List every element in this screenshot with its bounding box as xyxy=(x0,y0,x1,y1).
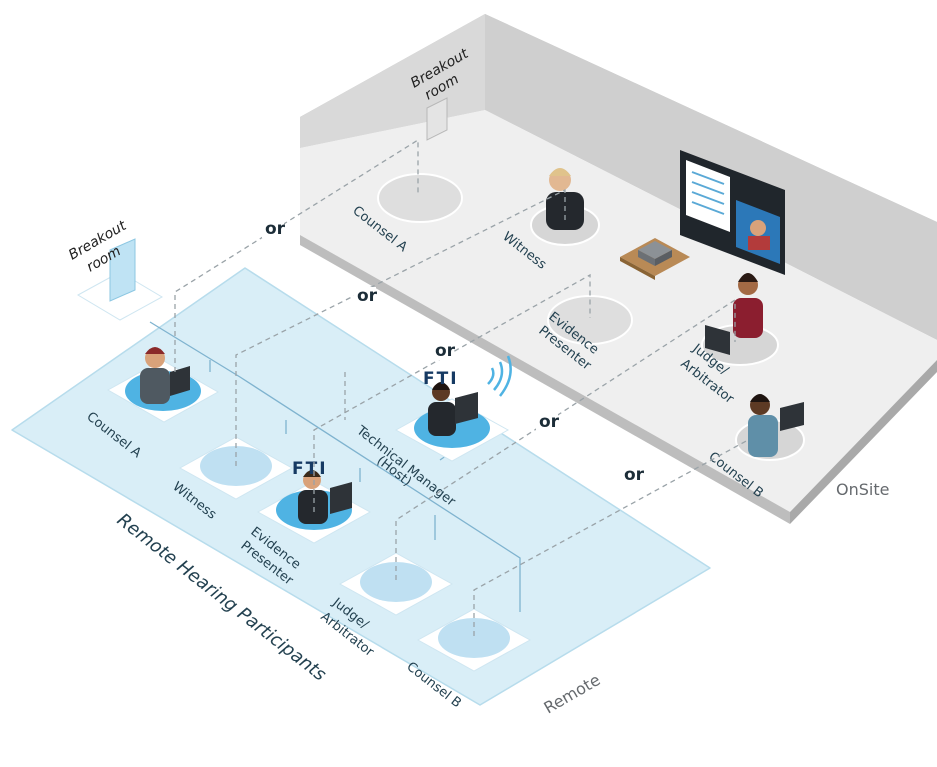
onsite-zone-label: OnSite xyxy=(836,480,889,499)
onsite-room: Breakout room xyxy=(300,14,937,524)
remote-zone-label: Remote xyxy=(541,670,604,717)
onsite-counsel-b-person xyxy=(748,394,804,457)
or-label: or xyxy=(435,341,456,361)
connector-counsel-a xyxy=(174,138,419,372)
room-floor-edge xyxy=(300,235,790,524)
fti-logo: FTI xyxy=(292,459,328,479)
door-icon xyxy=(109,238,136,302)
onsite-witness-person xyxy=(546,168,584,230)
monitor-icon xyxy=(680,150,785,275)
or-label: or xyxy=(357,286,378,306)
laptop-icon xyxy=(705,325,730,355)
room-floor-edge-right xyxy=(790,360,937,524)
onsite-pad-counsel-a xyxy=(377,173,463,223)
onsite-judge-person xyxy=(705,273,763,355)
onsite-pad-evidence xyxy=(547,295,633,345)
fti-logo: FTI xyxy=(423,369,459,389)
or-labels: or or or or or xyxy=(262,219,645,485)
laptop-icon xyxy=(780,402,804,431)
laptop-icon xyxy=(170,366,190,396)
remote-tile-tech-manager: FTI xyxy=(394,355,512,462)
or-label: or xyxy=(539,412,560,432)
laptop-icon xyxy=(330,482,352,514)
connector-counsel-b xyxy=(473,439,749,636)
connector-judge xyxy=(395,298,736,580)
projector-icon xyxy=(620,238,690,280)
connector-witness xyxy=(235,188,566,466)
wifi-icon xyxy=(487,355,512,397)
remote-tile-counsel-a xyxy=(106,347,220,423)
or-label: or xyxy=(624,465,645,485)
connectors xyxy=(174,138,749,636)
remote-wire-main xyxy=(149,321,521,612)
laptop-icon xyxy=(455,392,478,424)
remote-tile-judge xyxy=(338,552,454,616)
connector-evidence xyxy=(313,273,591,512)
or-label: or xyxy=(265,219,286,239)
door-icon xyxy=(426,97,448,141)
remote-tile-counsel-b xyxy=(416,608,532,672)
